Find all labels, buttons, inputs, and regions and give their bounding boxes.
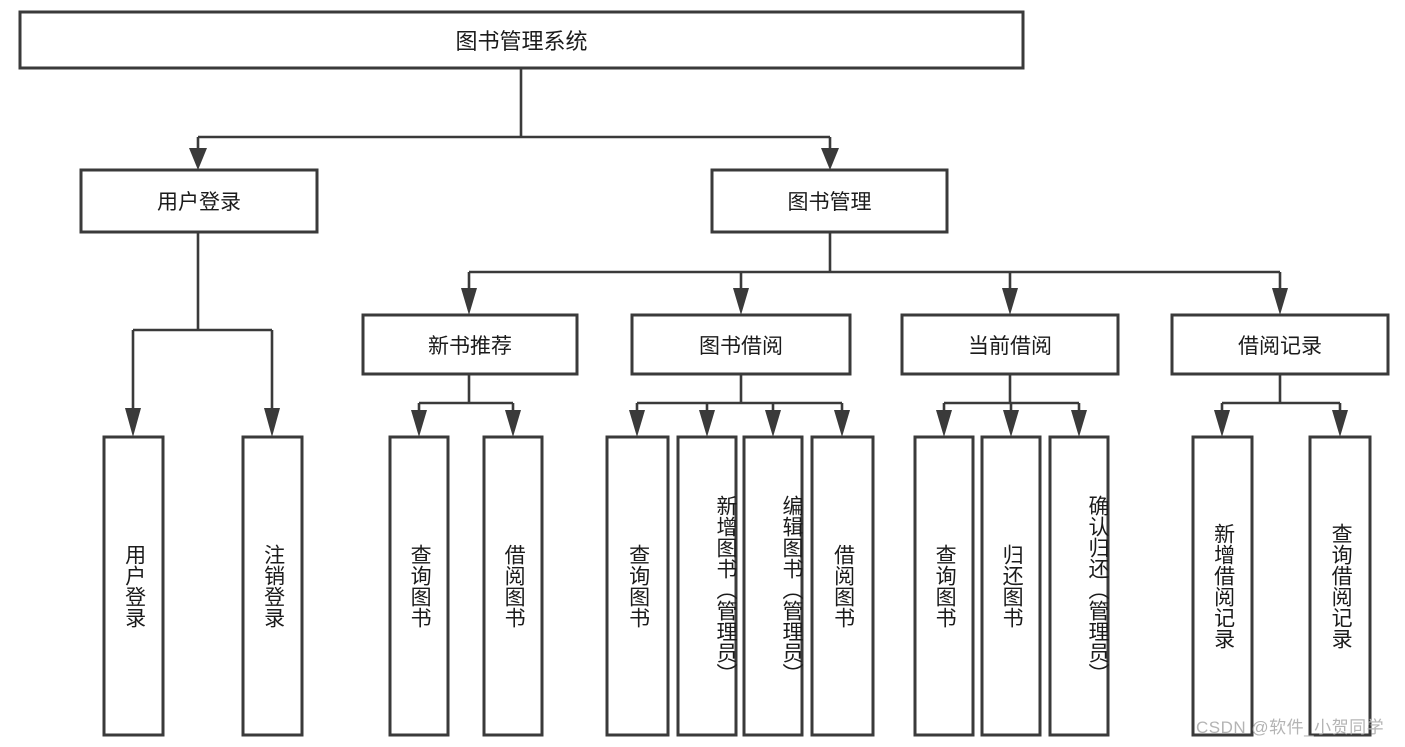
node-box-current-borrow[interactable] [900,313,1120,376]
leaf-box-book-borrow-3[interactable] [810,435,875,737]
leaf-box-current-borrow-0[interactable] [913,435,975,737]
leaf-box-current-borrow-2[interactable] [1048,435,1110,737]
leaf-box-book-borrow-0[interactable] [605,435,670,737]
node-box-book-management[interactable] [710,168,949,234]
connector-bookborrow-to-leaves [629,374,850,437]
connector-newbook-to-leaves [411,374,521,437]
leaf-box-borrow-record-0[interactable] [1191,435,1254,737]
leaf-box-book-borrow-1[interactable] [676,435,738,737]
watermark-label: CSDN @软件_小贺同学 [1196,718,1385,737]
node-box-user-login[interactable] [79,168,319,234]
node-box-root[interactable] [18,10,1025,70]
leaf-box-book-borrow-2[interactable] [742,435,804,737]
connector-userlogin-to-leaves [125,232,280,437]
connector-currentborrow-to-leaves [936,374,1087,437]
connector-bookmgmt-to-level3 [461,232,1288,315]
leaf-box-borrow-record-1[interactable] [1308,435,1372,737]
leaf-box-new-book-0[interactable] [388,435,450,737]
leaf-box-user-login-0[interactable] [102,435,165,737]
node-box-borrow-record[interactable] [1170,313,1390,376]
leaf-box-new-book-1[interactable] [482,435,544,737]
node-box-book-borrow[interactable] [630,313,852,376]
node-box-new-book-recommend[interactable] [361,313,579,376]
connector-root-to-level2 [189,68,839,170]
leaf-box-current-borrow-1[interactable] [980,435,1042,737]
leaf-box-user-login-1[interactable] [241,435,304,737]
connector-borrowrecord-to-leaves [1214,374,1348,437]
